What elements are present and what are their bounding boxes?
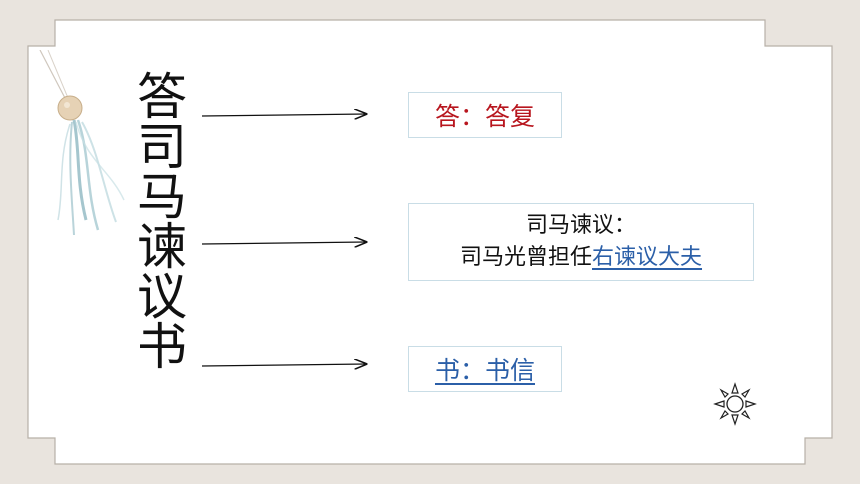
- answer-definition-box: 答：答复: [408, 92, 562, 138]
- official-title-prefix: 司马光曾担任: [459, 245, 592, 270]
- official-title-line1: 司马谏议：: [525, 213, 636, 238]
- letter-definition-text[interactable]: 书：书信: [434, 356, 535, 385]
- official-title-link[interactable]: 右谏议大夫: [592, 245, 703, 270]
- title-char: 答: [137, 68, 187, 126]
- official-title-box: 司马谏议： 司马光曾担任右谏议大夫: [408, 203, 754, 281]
- title-char: 议: [137, 268, 187, 326]
- arrow-letter: [201, 364, 366, 366]
- official-title-line2: 司马光曾担任右谏议大夫: [460, 242, 702, 274]
- tassel-decoration: [39, 50, 125, 236]
- sun-icon: [713, 382, 757, 426]
- vertical-title: 答 司 马 谏 议 书: [132, 72, 192, 372]
- arrow-answer: [201, 114, 366, 116]
- title-char: 司: [137, 118, 187, 176]
- arrow-official: [201, 242, 366, 244]
- title-char: 书: [137, 318, 187, 376]
- title-char: 谏: [137, 218, 187, 276]
- title-char: 马: [137, 168, 187, 226]
- letter-definition-box[interactable]: 书：书信: [408, 346, 562, 392]
- answer-definition-text: 答：答复: [434, 102, 535, 131]
